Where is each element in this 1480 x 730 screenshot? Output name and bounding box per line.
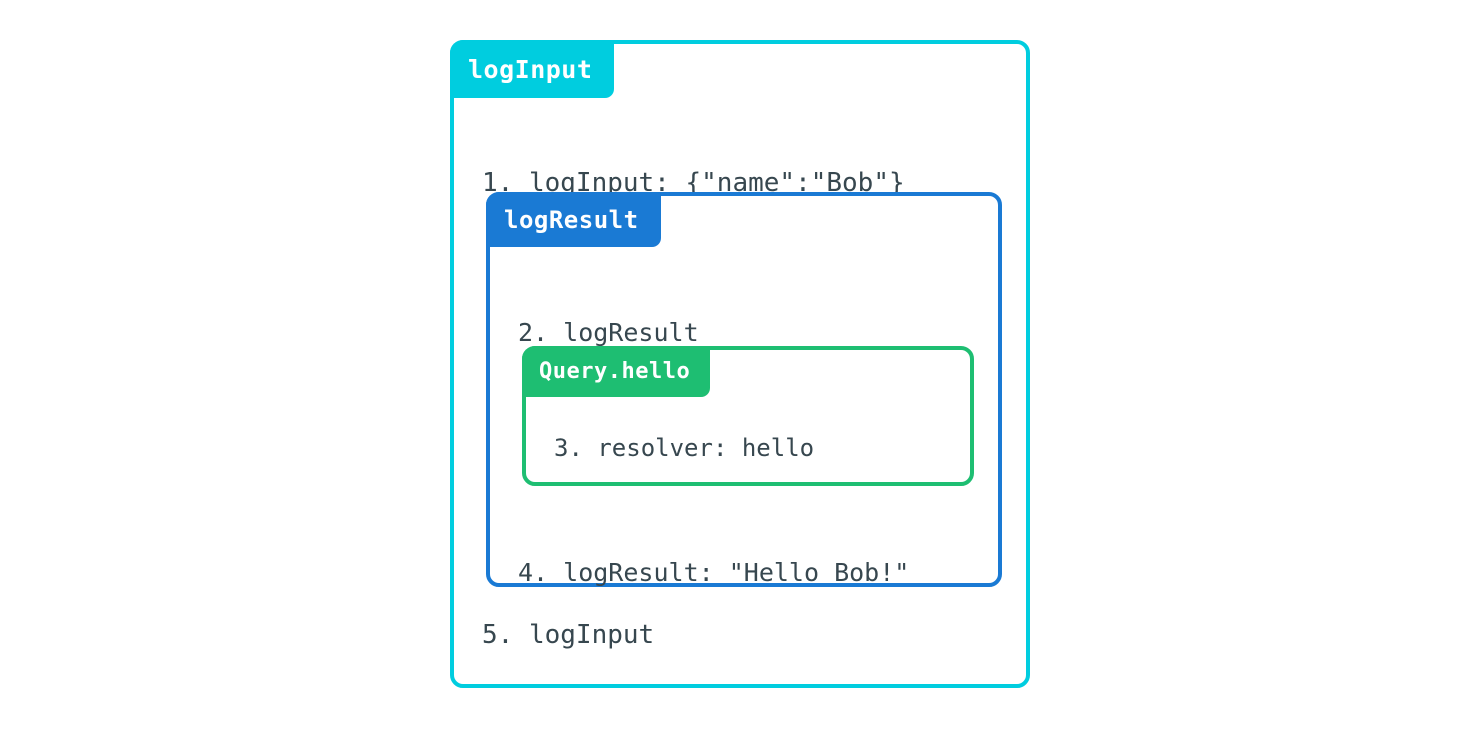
trace-box-logresult: logResult 2. logResult Query.hello 3. re… <box>486 192 1002 587</box>
trace-line-5: 5. logInput <box>482 620 655 650</box>
trace-line-2: 2. logResult <box>518 318 699 347</box>
trace-line-3: 3. resolver: hello <box>554 434 815 462</box>
trace-box-loginput: logInput 1. logInput: {"name":"Bob"} log… <box>450 40 1030 688</box>
box-label-tab-logresult: logResult <box>486 192 661 247</box>
box-label-tab-queryhello: Query.hello <box>522 346 711 397</box>
trace-line-4: 4. logResult: "Hello Bob!" <box>518 558 910 587</box>
box-label-tab-loginput: logInput <box>450 40 615 98</box>
trace-box-queryhello: Query.hello 3. resolver: hello <box>522 346 974 486</box>
